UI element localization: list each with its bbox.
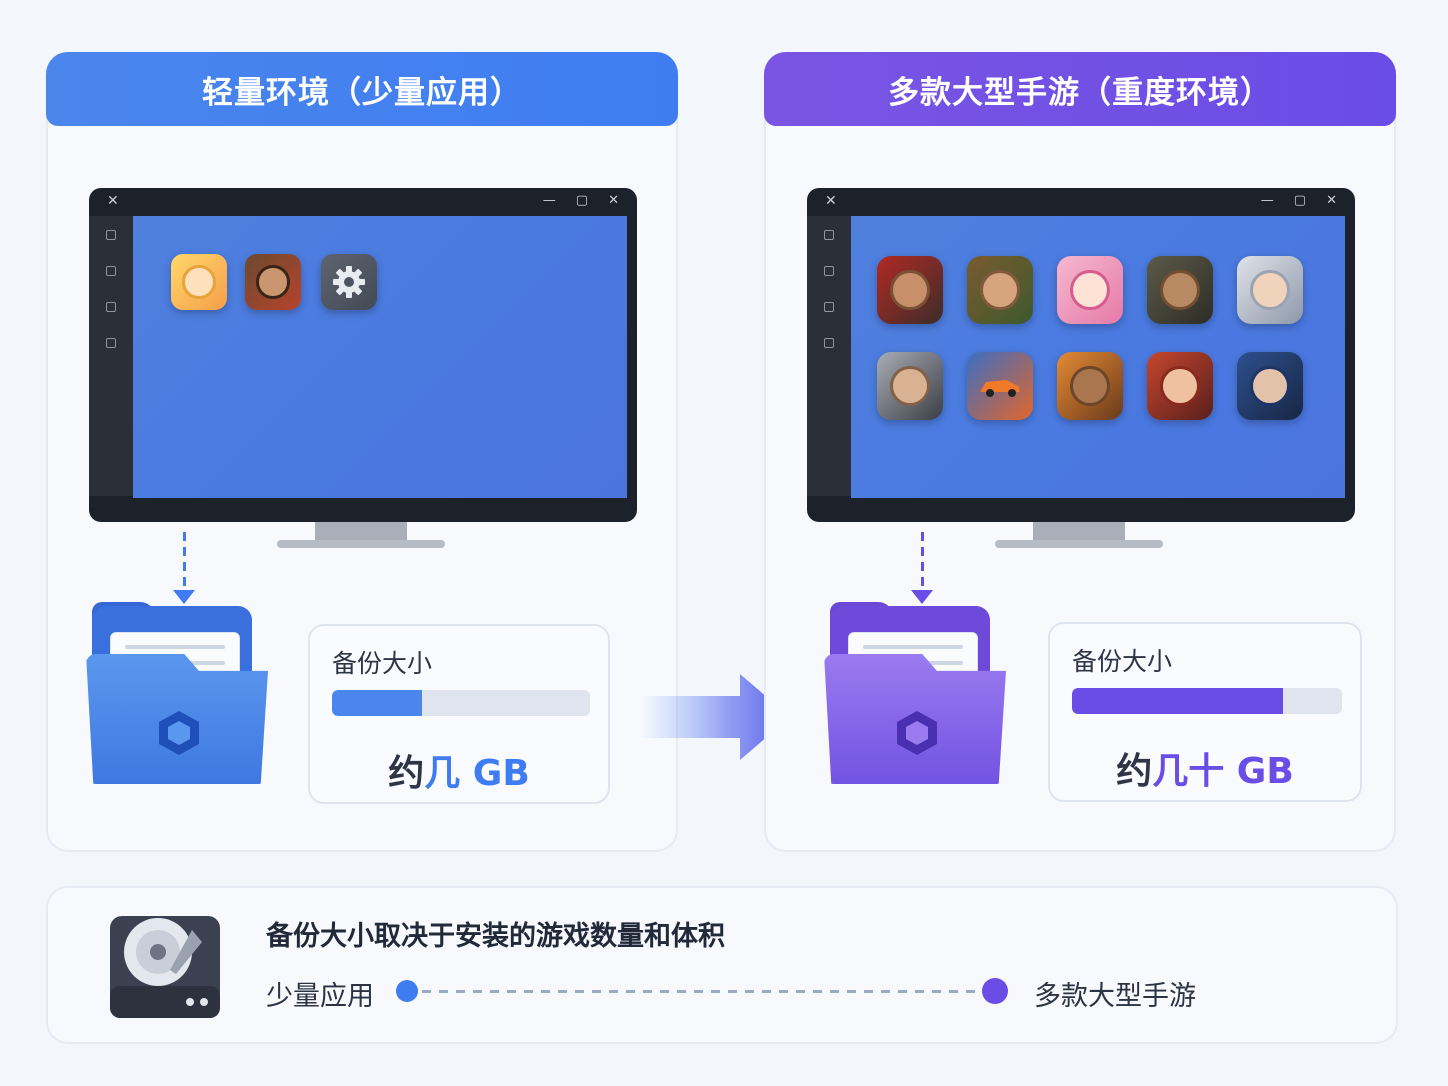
- helmet-soldier-game-icon[interactable]: [1147, 256, 1213, 324]
- value-unit: GB: [1236, 751, 1294, 792]
- monitor-bezel: ✕ — ▢ ✕: [807, 188, 1355, 522]
- backup-size-value: 约几 GB: [310, 744, 608, 796]
- scale-end-dot: [982, 978, 1008, 1004]
- warrior-game-icon[interactable]: [245, 254, 301, 310]
- backup-size-value: 约几十 GB: [1050, 742, 1360, 794]
- scale-start-dot: [396, 980, 418, 1002]
- window-titlebar: ✕ — ▢ ✕: [807, 188, 1355, 216]
- emulator-side-rail: [89, 216, 133, 496]
- monitor-stand: [1033, 522, 1125, 542]
- rail-button-icon[interactable]: [819, 338, 839, 366]
- value-emphasis: 几: [424, 753, 461, 794]
- monitor-base: [277, 540, 445, 548]
- red-hair-heroine-game-icon[interactable]: [1147, 352, 1213, 420]
- backup-size-card-light: 备份大小 约几 GB: [308, 624, 610, 804]
- blue-hair-warrior-game-icon[interactable]: [1237, 352, 1303, 420]
- rail-button-icon[interactable]: [819, 230, 839, 258]
- monitor-heavy: ✕ — ▢ ✕: [807, 188, 1355, 550]
- soldier-game-icon[interactable]: [967, 256, 1033, 324]
- light-environment-panel: 轻量环境（少量应用） ✕ — ▢ ✕: [46, 52, 678, 852]
- backup-folder-blue-icon: [86, 602, 272, 788]
- silver-hair-hero-game-icon[interactable]: [877, 352, 943, 420]
- rail-button-icon[interactable]: [101, 302, 121, 330]
- heavy-environment-panel: 多款大型手游（重度环境） ✕ — ▢ ✕: [764, 52, 1396, 852]
- minimize-icon[interactable]: —: [542, 193, 556, 208]
- rail-button-icon[interactable]: [819, 266, 839, 294]
- backup-size-card-heavy: 备份大小 约几十 GB: [1048, 622, 1362, 802]
- summary-panel: 备份大小取决于安装的游戏数量和体积 少量应用 多款大型手游: [46, 886, 1398, 1044]
- rail-button-icon[interactable]: [101, 266, 121, 294]
- emulator-screen: [133, 216, 627, 498]
- monitor-light: ✕ — ▢ ✕: [89, 188, 637, 550]
- monitor-base: [995, 540, 1163, 548]
- close-icon[interactable]: ✕: [107, 193, 119, 209]
- emulator-screen: [851, 216, 1345, 498]
- maximize-icon[interactable]: ▢: [575, 193, 589, 208]
- close-icon[interactable]: ✕: [825, 193, 837, 209]
- scale-right-label: 多款大型手游: [1034, 981, 1196, 1012]
- rail-button-icon[interactable]: [101, 338, 121, 366]
- hard-drive-icon: [110, 916, 220, 1018]
- cartoon-girl-game-icon[interactable]: [171, 254, 227, 310]
- summary-title: 备份大小取决于安装的游戏数量和体积: [266, 921, 725, 952]
- monitor-stand: [315, 522, 407, 542]
- heavy-environment-title: 多款大型手游（重度环境）: [764, 52, 1396, 126]
- maximize-icon[interactable]: ▢: [1293, 193, 1307, 208]
- monitor-bezel: ✕ — ▢ ✕: [89, 188, 637, 522]
- scale-left-label: 少量应用: [266, 981, 374, 1012]
- backup-size-label: 备份大小: [332, 649, 433, 678]
- white-hair-hero-game-icon[interactable]: [1237, 256, 1303, 324]
- samurai-game-icon[interactable]: [877, 256, 943, 324]
- emulator-side-rail: [807, 216, 851, 496]
- value-emphasis: 几十: [1152, 751, 1225, 792]
- backup-size-label: 备份大小: [1072, 647, 1173, 676]
- anime-girl-game-icon[interactable]: [1057, 256, 1123, 324]
- close-icon[interactable]: ✕: [1326, 193, 1337, 208]
- rail-button-icon[interactable]: [101, 230, 121, 258]
- value-unit: GB: [472, 753, 530, 794]
- rail-button-icon[interactable]: [819, 302, 839, 330]
- value-prefix: 约: [1116, 751, 1153, 792]
- backup-size-bar: [1072, 688, 1342, 714]
- scale-dashed-line: [422, 990, 988, 993]
- backup-size-bar-fill: [1072, 688, 1283, 714]
- backup-folder-purple-icon: [824, 602, 1010, 788]
- settings-gear-icon[interactable]: [321, 254, 377, 310]
- minimize-icon[interactable]: —: [1260, 193, 1274, 208]
- backup-size-bar-fill: [332, 690, 423, 716]
- cube-logo-icon: [897, 711, 937, 755]
- commando-game-icon[interactable]: [1057, 352, 1123, 420]
- cube-logo-icon: [159, 711, 199, 755]
- backup-size-bar: [332, 690, 590, 716]
- racing-car-game-icon[interactable]: [967, 352, 1033, 420]
- window-titlebar: ✕ — ▢ ✕: [89, 188, 637, 216]
- value-prefix: 约: [388, 753, 425, 794]
- close-icon[interactable]: ✕: [608, 193, 619, 208]
- light-environment-title: 轻量环境（少量应用）: [46, 52, 678, 126]
- transition-arrow-icon: [640, 674, 790, 760]
